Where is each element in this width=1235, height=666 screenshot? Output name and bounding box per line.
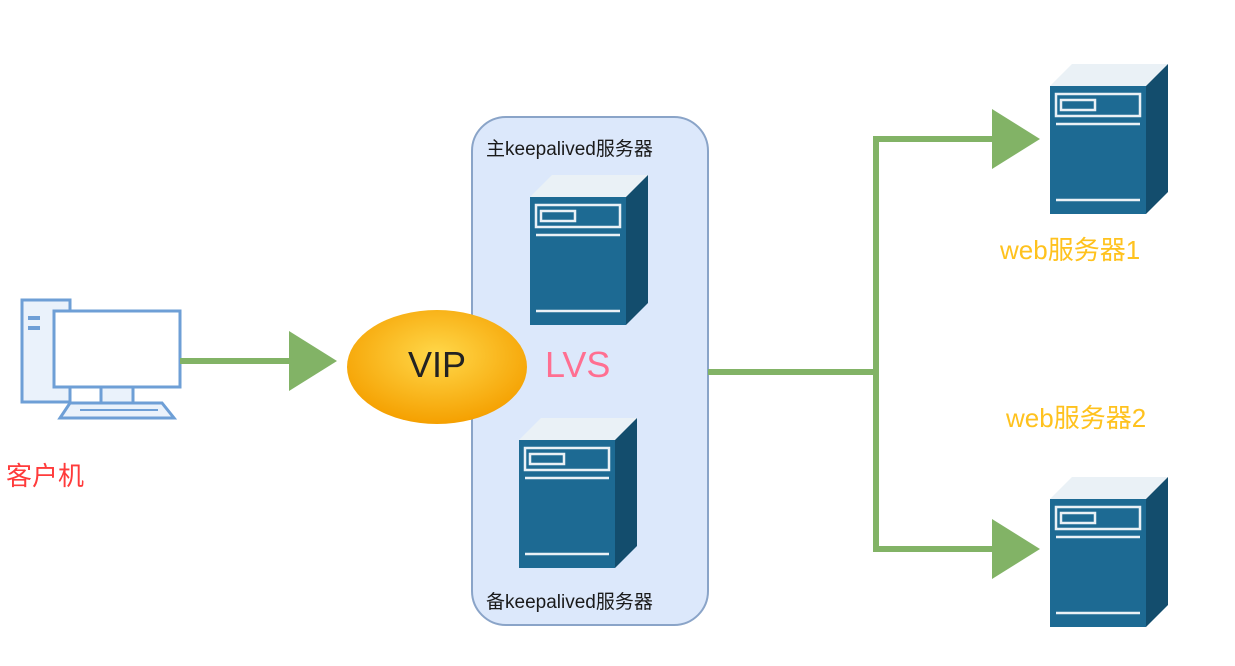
server-tower-icon [528,173,650,327]
client-label: 客户机 [6,461,85,491]
desktop-computer-icon [20,298,182,420]
web-server-2-label: web服务器2 [1006,403,1147,433]
lvs-label: LVS [545,344,611,385]
primary-keepalived-label: 主keepalived服务器 [486,139,653,160]
server-tower-icon [517,416,639,570]
vip-node [347,310,527,424]
branch-to-web2-arrow [873,369,1040,579]
vip-label: VIP [407,344,467,385]
server-tower-icon [1048,475,1170,629]
server-tower-icon [1048,62,1170,216]
backup-keepalived-label: 备keepalived服务器 [486,592,653,613]
branch-to-web1-arrow [873,109,1040,375]
web-server-1-label: web服务器1 [1000,235,1141,265]
